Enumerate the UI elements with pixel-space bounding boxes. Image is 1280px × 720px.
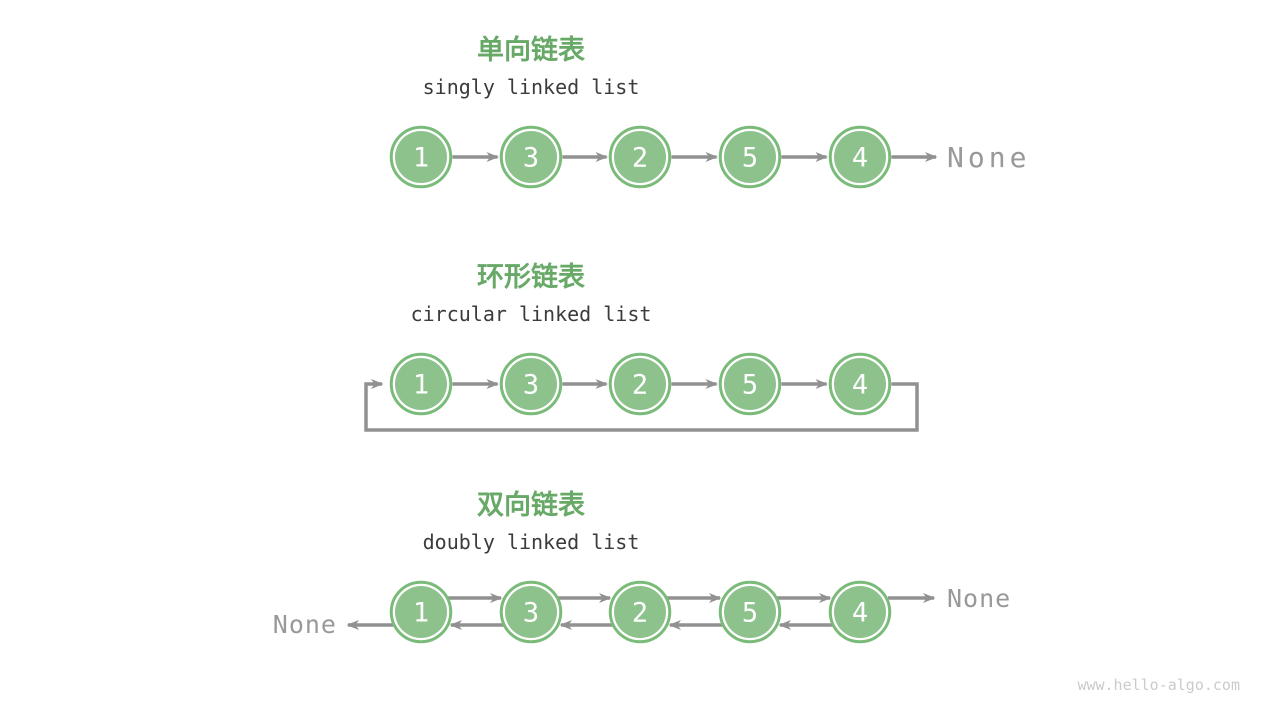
node-body: [724, 586, 776, 638]
section-header-circular: 环形链表 circular linked list: [131, 262, 931, 327]
section-title-circular-zh: 环形链表: [477, 262, 585, 292]
node-body: [395, 131, 447, 183]
node-value: 2: [632, 143, 648, 174]
section-subtitle-singly-en: singly linked list: [422, 75, 640, 99]
node-body: [505, 586, 557, 638]
linked-list-node: 3: [499, 580, 563, 644]
node-value: 4: [852, 143, 868, 174]
node-value: 1: [413, 143, 429, 174]
node-body: [505, 131, 557, 183]
linked-list-node: 3: [499, 352, 563, 416]
node-value: 5: [742, 370, 758, 401]
watermark: www.hello-algo.com: [1077, 676, 1240, 694]
node-body: [614, 131, 666, 183]
none-label: None: [947, 141, 1030, 174]
node-value: 4: [852, 598, 868, 629]
node-body: [395, 586, 447, 638]
node-body: [614, 358, 666, 410]
node-outer-ring: [828, 352, 892, 416]
none-label: None: [273, 610, 337, 639]
node-value: 5: [742, 143, 758, 174]
node-outer-ring: [389, 580, 453, 644]
node-value: 3: [523, 598, 539, 629]
node-body: [505, 358, 557, 410]
linked-list-node: 2: [608, 125, 672, 189]
node-value: 3: [523, 143, 539, 174]
linked-list-node: 5: [718, 580, 782, 644]
node-outer-ring: [608, 352, 672, 416]
node-body: [834, 586, 886, 638]
linked-list-node: 5: [718, 352, 782, 416]
linked-list-node: 4: [828, 580, 892, 644]
node-value: 1: [413, 598, 429, 629]
section-header-singly: 单向链表 singly linked list: [131, 35, 931, 100]
node-body: [724, 358, 776, 410]
node-outer-ring: [828, 125, 892, 189]
node-value: 2: [632, 598, 648, 629]
node-body: [724, 131, 776, 183]
linked-list-node: 1: [389, 352, 453, 416]
node-body: [395, 358, 447, 410]
node-outer-ring: [718, 580, 782, 644]
linked-list-node: 4: [828, 125, 892, 189]
section-subtitle-circular-en: circular linked list: [410, 302, 652, 326]
circular-loop-arrow: [364, 379, 919, 432]
linked-list-node: 2: [608, 352, 672, 416]
linked-list-node: 4: [828, 352, 892, 416]
section-subtitle-doubly-en: doubly linked list: [422, 530, 640, 554]
node-outer-ring: [718, 125, 782, 189]
node-outer-ring: [499, 580, 563, 644]
linked-list-node: 5: [718, 125, 782, 189]
node-value: 1: [413, 370, 429, 401]
linked-list-node: 1: [389, 125, 453, 189]
section-title-doubly-zh: 双向链表: [477, 490, 585, 520]
node-outer-ring: [499, 352, 563, 416]
node-value: 5: [742, 598, 758, 629]
section-title-singly-zh: 单向链表: [477, 35, 585, 65]
node-value: 2: [632, 370, 648, 401]
node-value: 4: [852, 370, 868, 401]
node-outer-ring: [608, 580, 672, 644]
node-value: 3: [523, 370, 539, 401]
node-outer-ring: [389, 352, 453, 416]
node-outer-ring: [828, 580, 892, 644]
node-outer-ring: [608, 125, 672, 189]
node-body: [614, 586, 666, 638]
linked-list-node: 2: [608, 580, 672, 644]
node-outer-ring: [718, 352, 782, 416]
node-outer-ring: [389, 125, 453, 189]
section-header-doubly: 双向链表 doubly linked list: [131, 490, 931, 555]
linked-list-node: 3: [499, 125, 563, 189]
node-body: [834, 131, 886, 183]
linked-list-node: 1: [389, 580, 453, 644]
node-outer-ring: [499, 125, 563, 189]
none-label: None: [947, 584, 1011, 613]
node-body: [834, 358, 886, 410]
